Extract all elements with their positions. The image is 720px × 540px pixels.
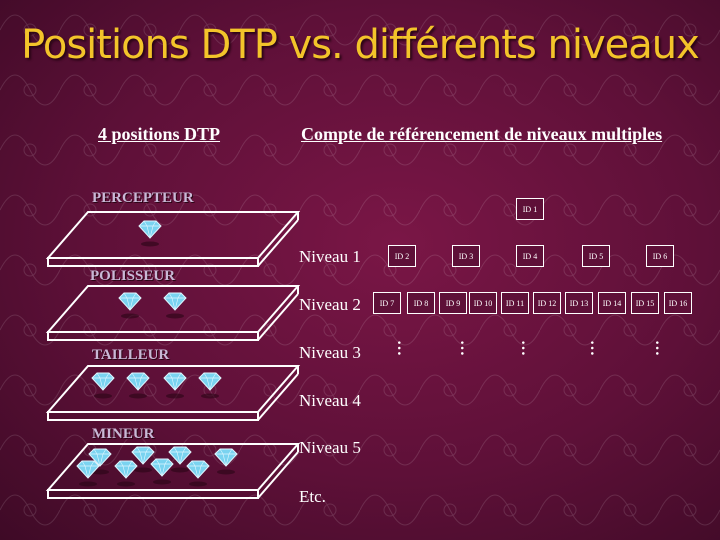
tree-node-level2: ID 14 xyxy=(598,292,626,314)
diamond-icon xyxy=(138,220,162,247)
role-percepteur: PERCEPTEUR xyxy=(92,190,194,206)
plate-percepteur xyxy=(47,211,299,267)
plate-polisseur xyxy=(47,285,299,341)
tree-node-level1: ID 3 xyxy=(452,245,480,267)
diamond-icon xyxy=(91,372,115,399)
level-label-3: Niveau 3 xyxy=(299,343,361,362)
diamond-icon xyxy=(150,458,174,485)
role-polisseur: POLISSEUR xyxy=(90,268,176,284)
tree-node-level2: ID 13 xyxy=(565,292,593,314)
plate-tailleur xyxy=(47,365,299,421)
role-tailleur: TAILLEUR xyxy=(92,347,170,363)
tree-node-level1: ID 2 xyxy=(388,245,416,267)
header-dtp-positions: 4 positions DTP xyxy=(98,124,221,144)
tree-continuation-marker: … xyxy=(587,340,604,356)
tree-node-level2: ID 7 xyxy=(373,292,401,314)
diamond-icon xyxy=(131,446,155,473)
tree-continuation-marker: … xyxy=(518,340,535,356)
tree-node-level2: ID 9 xyxy=(439,292,467,314)
diamond-icon xyxy=(186,460,210,487)
header-multilevel-count: Compte de référencement de niveaux multi… xyxy=(301,124,663,144)
tree-continuation-marker: … xyxy=(394,340,411,356)
level-label-etc: Etc. xyxy=(299,487,326,506)
tree-node-level2: ID 10 xyxy=(469,292,497,314)
role-mineur: MINEUR xyxy=(92,426,155,442)
diamond-icon xyxy=(126,372,150,399)
tree-node-level2: ID 15 xyxy=(631,292,659,314)
tree-node-level1: ID 6 xyxy=(646,245,674,267)
tree-node-level1: ID 4 xyxy=(516,245,544,267)
tree-continuation-marker: … xyxy=(652,340,669,356)
plate-mineur xyxy=(47,443,299,499)
tree-node-level2: ID 8 xyxy=(407,292,435,314)
diamond-icon xyxy=(163,372,187,399)
tree-node-level2: ID 11 xyxy=(501,292,529,314)
slide-title: Positions DTP vs. différents niveaux xyxy=(21,22,700,68)
tree-node-level1: ID 5 xyxy=(582,245,610,267)
tree-node-level2: ID 12 xyxy=(533,292,561,314)
level-label-1: Niveau 1 xyxy=(299,247,361,266)
diamond-icon xyxy=(214,448,238,475)
tree-node-level2: ID 16 xyxy=(664,292,692,314)
level-label-5: Niveau 5 xyxy=(299,438,361,457)
diamond-icon xyxy=(118,292,142,319)
diamond-icon xyxy=(114,460,138,487)
tree-continuation-marker: … xyxy=(457,340,474,356)
diamond-icon xyxy=(198,372,222,399)
tree-node-root: ID 1 xyxy=(516,198,544,220)
diamond-icon xyxy=(163,292,187,319)
level-label-4: Niveau 4 xyxy=(299,391,361,410)
level-label-2: Niveau 2 xyxy=(299,295,361,314)
diamond-icon xyxy=(168,446,192,473)
